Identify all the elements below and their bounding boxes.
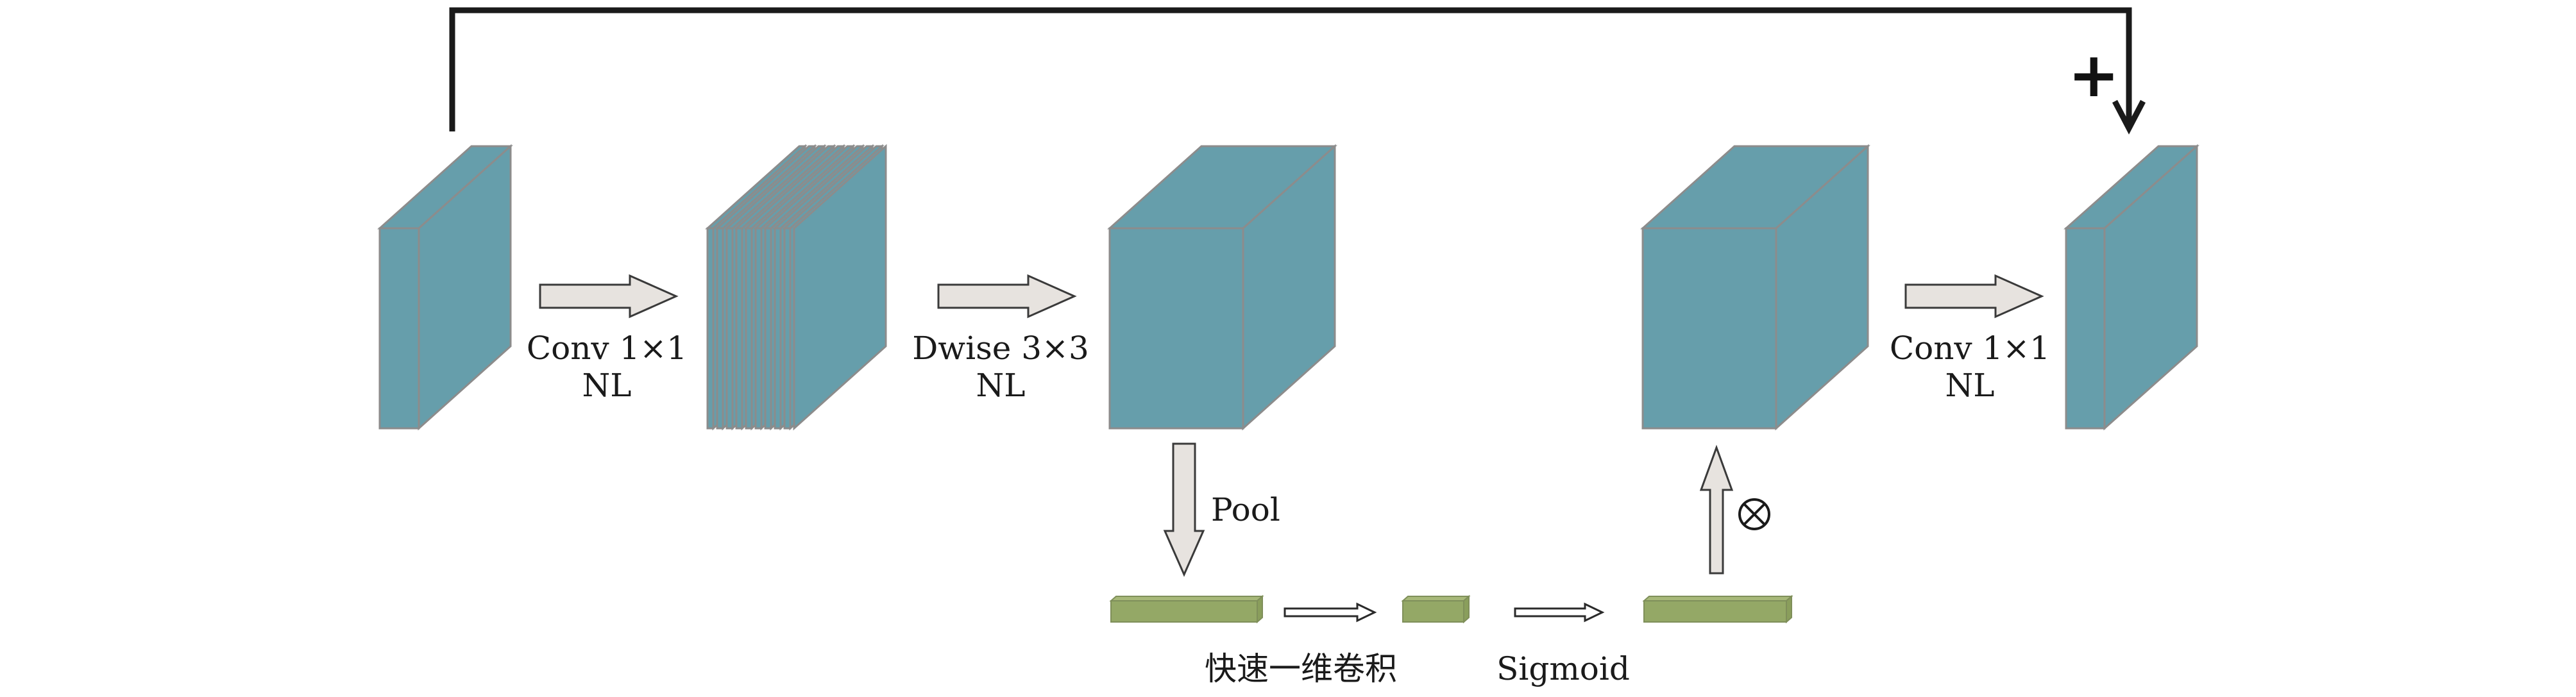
conv1d-vector: [1401, 594, 1471, 624]
reweighted-tensor: [1640, 144, 1870, 431]
dwise-nl-label: NL: [976, 367, 1026, 404]
conv2-nl-label: NL: [1945, 367, 1995, 404]
pooled-vector: [1109, 594, 1264, 624]
arrow-pool-down: [1163, 442, 1205, 577]
conv1-nl-label: NL: [582, 367, 632, 404]
fast-conv1d-label: 快速一维卷积: [1205, 650, 1397, 687]
expanded-tensor-stack: [705, 144, 887, 431]
conv2-label: Conv 1×1: [1890, 330, 2050, 367]
multiply-symbol: [1738, 498, 1770, 530]
output-tensor: [2063, 144, 2199, 431]
sigmoid-label: Sigmoid: [1496, 650, 1630, 687]
dwise-label: Dwise 3×3: [912, 330, 1089, 367]
residual-add-symbol: +: [2068, 39, 2119, 111]
stack-slice-front: [745, 227, 753, 430]
stack-slice-front: [716, 227, 724, 430]
pool-label: Pool: [1211, 491, 1280, 528]
arrow-conv2: [1904, 274, 2044, 319]
stack-slice-front: [706, 227, 715, 430]
arrow-to-conv1d: [1284, 602, 1377, 623]
residual-connection: [449, 7, 2146, 135]
stack-slice-front: [725, 227, 734, 430]
stack-slice-front: [735, 227, 743, 430]
arrow-to-sigmoid: [1514, 602, 1605, 623]
arrow-conv1: [539, 274, 679, 319]
stack-slice-front: [754, 227, 763, 430]
stack-slice-front: [783, 227, 792, 430]
conv1-label: Conv 1×1: [527, 330, 687, 367]
depthwise-tensor: [1107, 144, 1337, 431]
arrow-up-multiply: [1699, 444, 1734, 575]
stack-slice-front: [764, 227, 772, 430]
stack-face: [793, 144, 887, 431]
stack-slice-front: [774, 227, 782, 430]
sigmoid-vector: [1642, 594, 1793, 624]
input-tensor: [377, 144, 513, 431]
arrow-dwise: [937, 274, 1077, 319]
